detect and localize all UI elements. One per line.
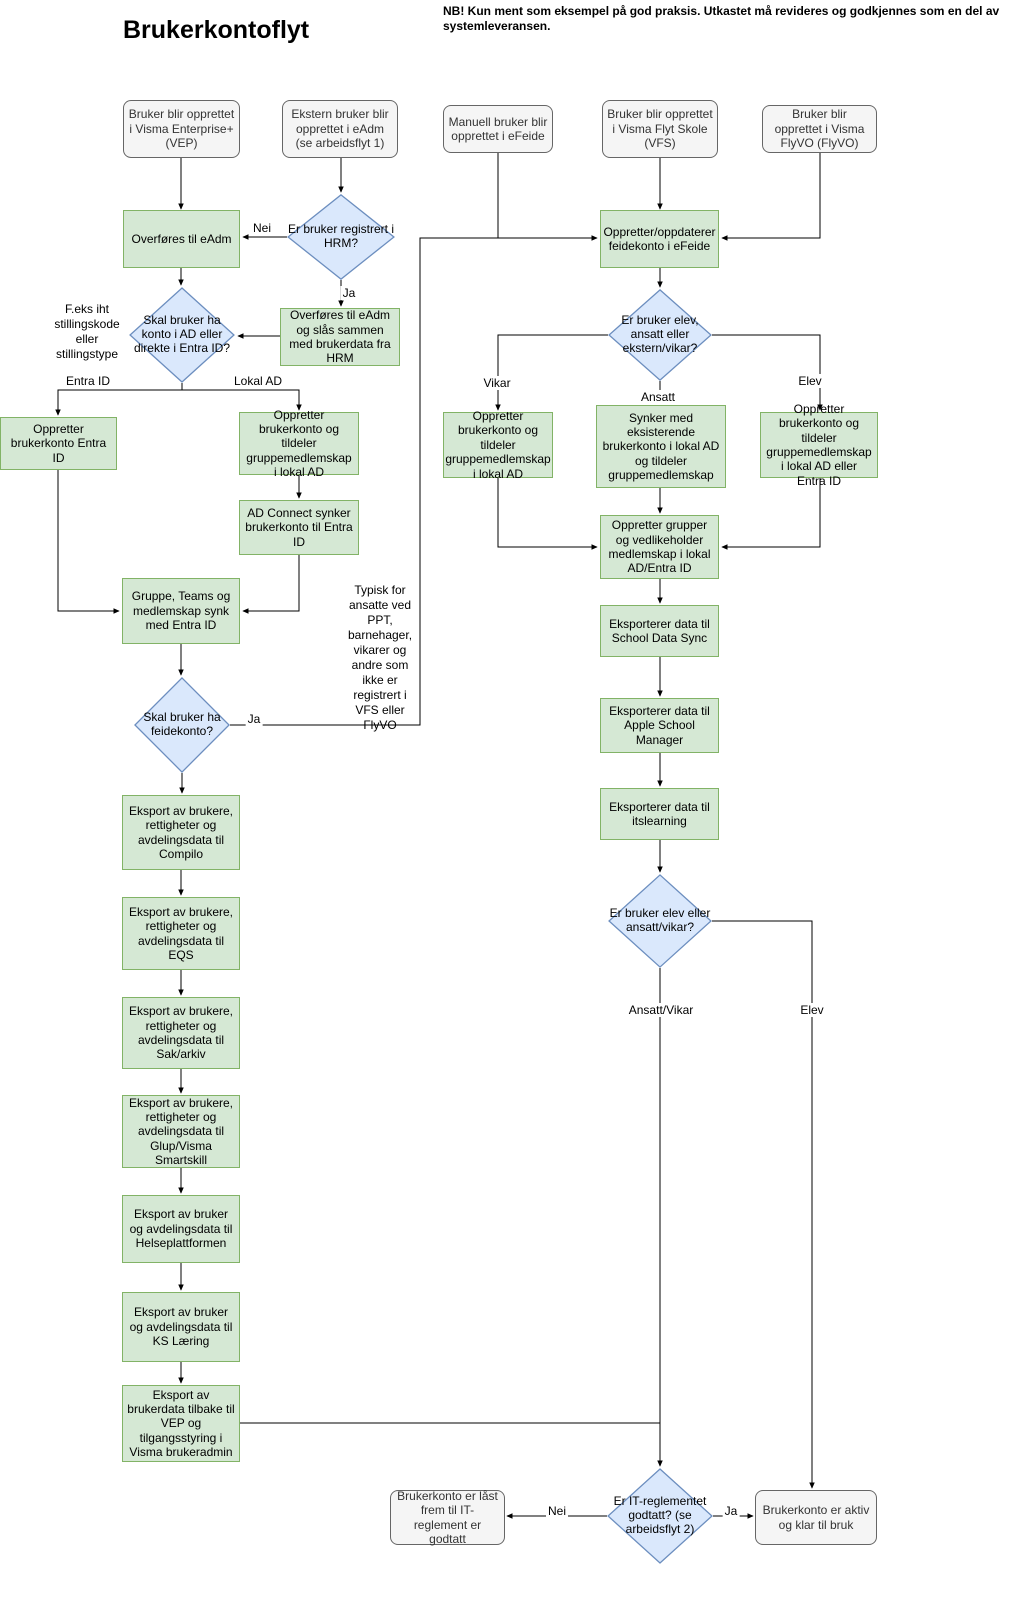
decision-it-reglement-label: Er IT-reglementet godtatt? (se arbeidsfl…: [613, 1494, 707, 1536]
decision-elev-ansatt-ekstern-label: Er bruker elev, ansatt eller ekstern/vik…: [621, 313, 699, 355]
decision-elev-eller-ansattvikar-label: Er bruker elev eller ansatt/vikar?: [609, 906, 711, 934]
node-eksport-sakarkiv: Eksport av brukere, rettigheter og avdel…: [122, 997, 240, 1069]
decision-feidekonto-label: Skal bruker ha feidekonto?: [143, 710, 221, 738]
decision-ad-eller-entra-label: Skal bruker ha konto i AD eller direkte …: [133, 313, 231, 355]
edge-label-entra-id: Entra ID: [63, 374, 113, 388]
node-lokalad-konto: Oppretter brukerkonto og tildeler gruppe…: [239, 408, 359, 479]
diamond-shape: [134, 677, 230, 773]
node-konto-laast: Brukerkonto er låst frem til IT-reglemen…: [390, 1489, 505, 1546]
annotation-stillingskode: F.eks iht stillingskode eller stillingst…: [54, 302, 120, 361]
edge-label-elev-2: Elev: [798, 1003, 826, 1017]
annotation-typisk-for: Typisk for ansatte ved PPT, barnehager, …: [347, 583, 413, 732]
node-overfores-eadm: Overføres til eAdm: [123, 210, 240, 268]
edge-label-ja-reglement: Ja: [722, 1504, 740, 1518]
node-source-ekstern: Ekstern bruker blir opprettet i eAdm (se…: [282, 100, 398, 158]
node-overfores-hrm: Overføres til eAdm og slås sammen med br…: [280, 308, 400, 366]
node-itslearning: Eksporterer data til itslearning: [600, 788, 719, 840]
node-elev-konto: Oppretter brukerkonto og tildeler gruppe…: [760, 402, 878, 488]
edge-label-lokal-ad: Lokal AD: [231, 374, 285, 388]
decision-elev-eller-ansattvikar: Er bruker elev eller ansatt/vikar?: [608, 874, 712, 968]
decision-ad-eller-entra: Skal bruker ha konto i AD eller direkte …: [129, 287, 235, 383]
diamond-shape: [607, 1468, 713, 1564]
node-eksport-vep-tilbake: Eksport av brukerdata tilbake til VEP og…: [122, 1385, 240, 1462]
edge-label-ja-feide: Ja: [245, 712, 263, 726]
diamond-shape: [608, 289, 712, 381]
edge-label-nei-reglement: Nei: [545, 1504, 569, 1518]
diamond-shape: [608, 874, 712, 968]
edge-label-ansatt: Ansatt: [638, 390, 678, 404]
node-entra-konto: Oppretter brukerkonto Entra ID: [0, 417, 117, 470]
diamond-shape: [129, 287, 235, 383]
decision-elev-ansatt-ekstern: Er bruker elev, ansatt eller ekstern/vik…: [608, 289, 712, 381]
decision-feidekonto: Skal bruker ha feidekonto?: [134, 677, 230, 773]
node-source-flyvo: Bruker blir opprettet i Visma FlyVO (Fly…: [762, 105, 877, 153]
decision-it-reglement: Er IT-reglementet godtatt? (se arbeidsfl…: [607, 1468, 713, 1564]
edge-label-vikar: Vikar: [481, 376, 513, 390]
edge-label-ansatt-vikar: Ansatt/Vikar: [626, 1003, 696, 1017]
node-grupper-vedlikehold: Oppretter grupper og vedlikeholder medle…: [600, 515, 719, 579]
node-eksport-helseplattformen: Eksport av bruker og avdelingsdata til H…: [122, 1195, 240, 1263]
node-vikar-konto: Oppretter brukerkonto og tildeler gruppe…: [443, 409, 553, 481]
header-note: NB! Kun ment som eksempel på god praksis…: [443, 4, 1000, 33]
decision-hrm: Er bruker registrert i HRM?: [287, 194, 395, 280]
node-eksport-ks-laering: Eksport av bruker og avdelingsdata til K…: [122, 1292, 240, 1362]
node-school-data-sync: Eksporterer data til School Data Sync: [600, 605, 719, 657]
diamond-shape: [287, 194, 395, 280]
node-eksport-compilo: Eksport av brukere, rettigheter og avdel…: [122, 795, 240, 870]
node-source-vfs: Bruker blir opprettet i Visma Flyt Skole…: [602, 100, 718, 158]
node-source-vep: Bruker blir opprettet i Visma Enterprise…: [123, 100, 240, 158]
edge-label-elev: Elev: [796, 374, 824, 388]
node-adconnect: AD Connect synker brukerkonto til Entra …: [239, 500, 359, 555]
decision-hrm-label: Er bruker registrert i HRM?: [287, 222, 395, 250]
node-konto-aktiv: Brukerkonto er aktiv og klar til bruk: [755, 1490, 877, 1545]
node-gruppe-teams: Gruppe, Teams og medlemskap synk med Ent…: [122, 578, 240, 644]
node-apple-school-manager: Eksporterer data til Apple School Manage…: [600, 698, 719, 753]
edge-label-nei-hrm: Nei: [250, 221, 274, 235]
node-eksport-eqs: Eksport av brukere, rettigheter og avdel…: [122, 897, 240, 970]
edge-label-ja-hrm: Ja: [340, 286, 358, 300]
node-feidekonto-efeide: Oppretter/oppdaterer feidekonto i eFeide: [600, 210, 719, 268]
node-eksport-glup: Eksport av brukere, rettigheter og avdel…: [122, 1095, 240, 1168]
page-title: Brukerkontoflyt: [123, 16, 310, 44]
node-source-manuell: Manuell bruker blir opprettet i eFeide: [443, 105, 553, 153]
node-ansatt-synk: Synker med eksisterende brukerkonto i lo…: [596, 405, 726, 488]
